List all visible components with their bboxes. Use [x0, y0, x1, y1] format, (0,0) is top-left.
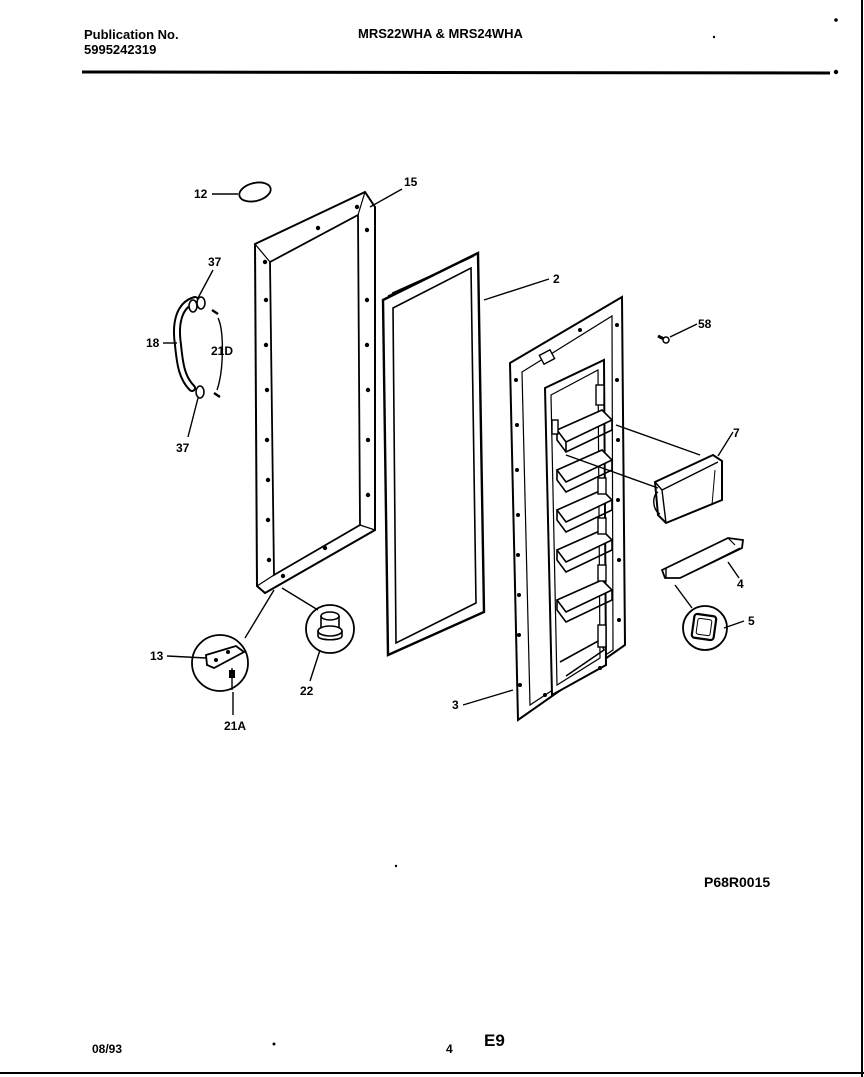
publication-number: 5995242319 — [84, 42, 157, 57]
callout-37-bottom: 37 — [176, 441, 190, 455]
part-37-endcap-top — [188, 299, 198, 313]
part-37-endcap-top-b — [196, 296, 206, 310]
callout-22: 22 — [300, 684, 314, 698]
part-21d-screws — [211, 309, 221, 398]
leader-lines — [163, 188, 745, 715]
footer-page-number: 4 — [446, 1042, 453, 1056]
callout-15: 15 — [404, 175, 418, 189]
footer-date: 08/93 — [92, 1042, 123, 1056]
callout-3: 3 — [452, 698, 459, 712]
callout-7: 7 — [733, 426, 740, 440]
model-numbers: MRS22WHA & MRS24WHA — [358, 26, 523, 41]
header-rule — [81, 70, 831, 75]
callout-21a: 21A — [224, 719, 246, 733]
part-12-nameplate — [238, 181, 272, 203]
speck — [394, 864, 398, 868]
callout-2: 2 — [553, 272, 560, 286]
diagram-code: P68R0015 — [704, 874, 771, 890]
part-37-endcap-bottom — [195, 385, 205, 399]
part-13-hinge-detail — [191, 634, 249, 692]
callout-5: 5 — [748, 614, 755, 628]
part-58-screw — [657, 334, 670, 344]
part-22-bushing-detail — [305, 604, 355, 654]
callout-18: 18 — [146, 336, 160, 350]
part-7-bin — [653, 453, 723, 525]
callout-37-top: 37 — [208, 255, 222, 269]
part-18-handle — [173, 296, 199, 392]
part-5-bar-endcap-detail — [682, 605, 728, 651]
speck — [712, 35, 716, 39]
corner-dot — [834, 18, 838, 22]
publication-label: Publication No. — [84, 27, 179, 42]
part-4-retainer-bar — [660, 537, 745, 579]
callout-4: 4 — [737, 577, 744, 591]
callout-58: 58 — [698, 317, 712, 331]
part-3-door-liner — [508, 295, 627, 722]
corner-dot — [833, 69, 839, 75]
callout-12: 12 — [194, 187, 208, 201]
footer-section: E9 — [484, 1031, 505, 1050]
speck — [272, 1042, 276, 1046]
callout-21d: 21D — [211, 344, 233, 358]
part-2-gasket — [381, 251, 486, 657]
part-15-door-frame — [253, 190, 376, 595]
callout-13: 13 — [150, 649, 164, 663]
